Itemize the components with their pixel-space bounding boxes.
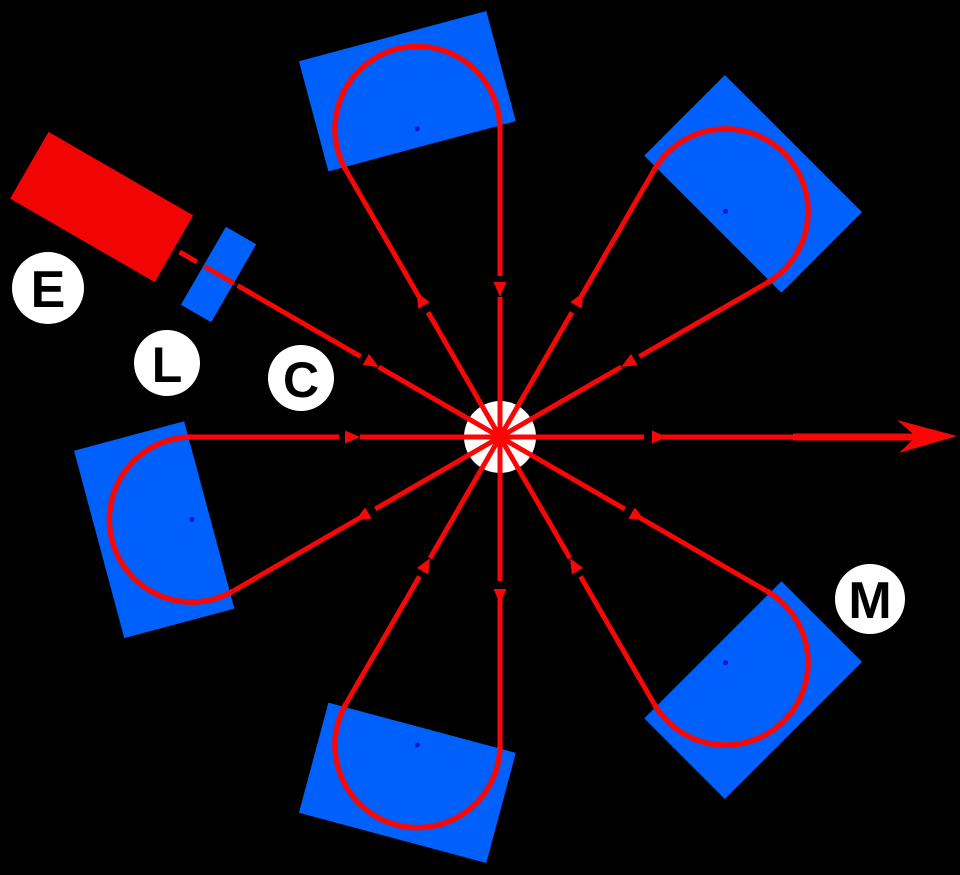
beam-direction-arrowhead-300 [570, 292, 584, 309]
beam-direction-arrowhead-270 [493, 282, 507, 297]
label-letter-C: C [283, 352, 319, 408]
beam-direction-arrowhead-240 [416, 292, 430, 309]
mirror-rect-255 [298, 11, 516, 172]
beam-ray-330-seg0 [498, 364, 623, 440]
mirror-loop-arc-255 [332, 43, 503, 172]
mirror-loop-arc-45 [651, 588, 811, 748]
beam-direction-arrowhead-150 [355, 507, 372, 521]
mirror-loop-arc-165 [106, 434, 235, 605]
beam-ray-240-seg1 [343, 169, 422, 298]
beam-ray-300-seg1 [578, 169, 657, 298]
label-circle-M [835, 564, 905, 634]
label-circle-C [268, 345, 334, 411]
mirror-focus-dot-255 [414, 126, 420, 132]
beam-direction-arrowhead-60 [570, 558, 584, 575]
beam-direction-arrowhead-180 [345, 430, 360, 444]
beam-ray-210-seg2 [203, 264, 236, 286]
beam-ray-240-seg0 [425, 311, 503, 439]
label-letter-E: E [31, 261, 66, 319]
beam-ray-30-seg1 [639, 515, 768, 594]
mirror-focus-dot-165 [189, 517, 195, 523]
beam-ray-150-seg1 [232, 515, 361, 594]
emitter-body [10, 131, 194, 283]
beam-direction-arrowhead-0 [652, 430, 667, 444]
beam-ray-210-seg3 [178, 249, 199, 265]
beam-ray-120-seg1 [343, 575, 422, 705]
mirror-rect-315 [644, 74, 863, 293]
beam-ray-120-seg0 [427, 435, 503, 560]
label-M: M [835, 564, 905, 634]
label-letter-M: M [848, 572, 891, 630]
label-circle-E [12, 252, 84, 324]
exit-arrowhead [897, 420, 957, 453]
label-letter-L: L [152, 337, 183, 393]
beam-ray-60-seg1 [578, 575, 657, 705]
beam-ray-210-seg1 [236, 283, 362, 359]
beam-ray-210-seg0 [377, 364, 502, 440]
beam-ray-30-seg0 [498, 434, 626, 512]
mirror-rect-105 [298, 702, 516, 863]
beam-direction-arrowhead-330 [621, 353, 638, 367]
mirror-loop-arc-105 [332, 702, 503, 831]
beam-ray-330-seg1 [638, 280, 768, 359]
mirror-loop-arc-315 [651, 126, 811, 286]
label-circle-L [134, 330, 200, 396]
beam-ray-150-seg0 [374, 434, 502, 512]
label-C: C [268, 345, 334, 411]
beam-direction-arrowhead-30 [628, 507, 645, 521]
beam-ray-60-seg0 [497, 435, 573, 560]
mirror-rect-45 [644, 581, 863, 800]
mirror-focus-dot-45 [723, 660, 729, 666]
beam-direction-arrowhead-90 [493, 589, 507, 604]
mirror-focus-dot-105 [414, 742, 420, 748]
beam-ray-300-seg0 [497, 311, 575, 439]
label-E: E [12, 252, 84, 324]
mirror-rect-165 [74, 421, 235, 639]
label-L: L [134, 330, 200, 396]
beam-direction-arrowhead-120 [416, 558, 430, 575]
beam-direction-arrowhead-210 [362, 353, 379, 367]
mirror-focus-dot-315 [723, 208, 729, 214]
